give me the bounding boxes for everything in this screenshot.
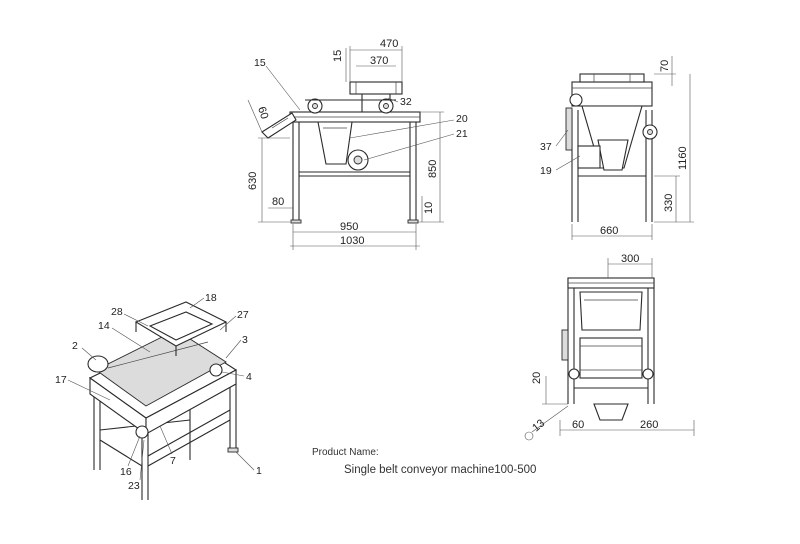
dim-label: 850 [427,160,439,178]
part-label: 17 [55,374,67,386]
part-label: 20 [456,113,468,125]
top-view: 300 20 13 60 260 [524,253,695,441]
dim-label: 10 [423,202,435,214]
part-label: 1 [256,465,262,477]
dim-label: 630 [247,172,259,190]
dim-label: 470 [380,38,398,50]
dim-label: 1160 [677,146,689,170]
part-label: 7 [170,455,176,467]
part-label: 19 [540,165,552,177]
part-label: 28 [111,306,123,318]
dim-label: 260 [640,419,658,431]
dim-label: 20 [531,372,543,384]
dim-label: 60 [255,105,270,120]
side-view: 70 37 19 1160 330 660 [540,56,694,240]
part-label: 14 [98,320,110,332]
dim-label: 660 [600,225,618,237]
part-label: 3 [242,334,248,346]
product-name-value: Single belt conveyor machine100-500 [344,464,537,476]
dim-label: 950 [340,221,358,233]
dim-label: 330 [663,194,675,212]
part-label: 2 [72,340,78,352]
dim-label: 1030 [340,235,364,247]
dim-label: 70 [659,60,671,72]
part-label: 32 [400,96,412,108]
part-label: 37 [540,141,552,153]
part-label: 4 [246,371,252,383]
part-label: 18 [205,292,217,304]
isometric-view: 18 28 14 27 2 3 17 4 16 23 7 1 [55,292,262,500]
part-label: 16 [120,466,132,478]
dim-label: 15 [332,50,344,62]
part-label: 27 [237,309,249,321]
dim-label: 60 [572,419,584,431]
part-label: 21 [456,128,468,140]
part-label: 15 [254,57,266,69]
dim-label: 300 [621,253,639,265]
front-view: 470 370 15 32 15 60 20 21 630 850 80 10 … [247,38,468,250]
dim-label: 80 [272,196,284,208]
product-name-label: Product Name: [312,447,379,458]
part-label: 23 [128,480,140,492]
dim-label: 370 [370,55,388,67]
